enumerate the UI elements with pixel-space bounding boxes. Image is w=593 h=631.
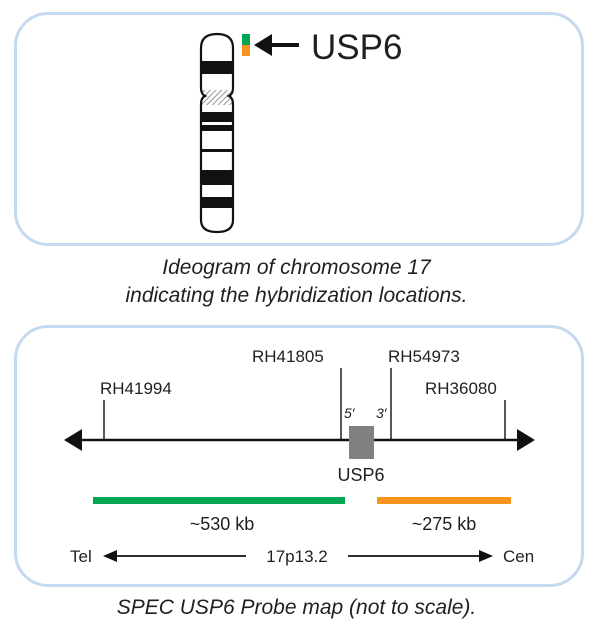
pointer-arrow-icon [254,34,299,56]
green-probe-size-label: ~530 kb [190,514,255,534]
probe-map-caption: SPEC USP6 Probe map (not to scale). [116,596,477,619]
green-probe-marker [242,34,250,45]
cen-arrow [348,550,493,562]
centromere-label: Cen [503,547,534,566]
ideogram-gene-label: USP6 [311,28,402,67]
band-label: 17p13.2 [266,547,327,566]
ideogram-panel [14,12,584,246]
orange-probe-size-label: ~275 kb [412,514,477,534]
left-small-arrowhead-icon [103,550,117,562]
usp6-gene-box [349,426,374,459]
marker-label-rh41994: RH41994 [100,379,172,398]
right-arrowhead-icon [517,429,535,451]
chromosome-band [201,170,233,185]
orange-probe-marker [242,45,250,56]
orange-probe-bar [377,497,511,504]
marker-label-rh54973: RH54973 [388,347,460,366]
marker-label-rh36080: RH36080 [425,379,497,398]
chromosome-band [201,149,233,152]
right-small-arrowhead-icon [479,550,493,562]
chromosome-band [201,61,233,74]
chromosome-band [201,112,233,122]
chromosome-band [201,125,233,131]
green-probe-bar [93,497,345,504]
chromosome-band [201,197,233,208]
five-prime-label: 5′ [344,405,356,421]
marker-label-rh41805: RH41805 [252,347,324,366]
chromosome-axis [64,429,535,451]
ideogram-caption-line2: indicating the hybridization locations. [125,284,468,307]
centromere-region [201,90,233,105]
telomere-label: Tel [70,547,92,566]
ideogram-caption-line1: Ideogram of chromosome 17 [162,256,431,279]
chromosome-17-ideogram [199,32,235,234]
probe-map-panel [14,325,584,587]
three-prime-label: 3′ [376,405,388,421]
tel-arrow [103,550,246,562]
usp6-gene-label: USP6 [337,465,384,485]
left-arrowhead-icon [64,429,82,451]
